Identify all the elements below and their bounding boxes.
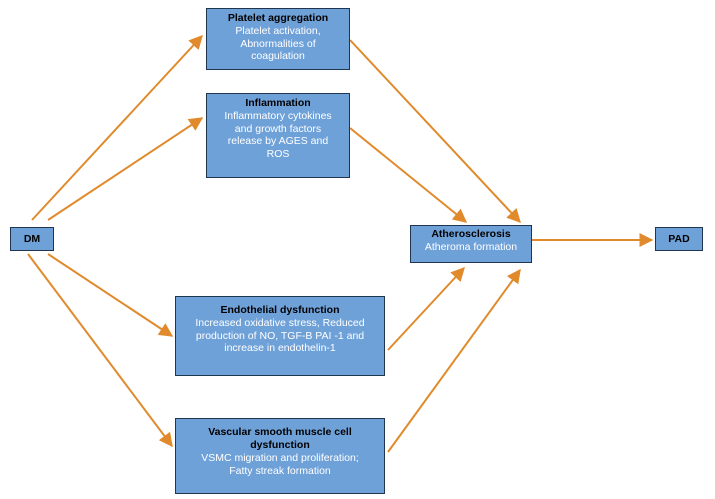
platelet-aggregation-box: Platelet aggregation Platelet activation…: [206, 8, 350, 70]
arrow-dm-to-endothelial: [47, 253, 174, 337]
endothelial-dysfunction-title: Endothelial dysfunction: [220, 304, 340, 316]
arrow-vsmc-to-atherosclerosis: [387, 268, 521, 453]
platelet-aggregation-title: Platelet aggregation: [227, 12, 329, 24]
arrow-inflammation-to-atherosclerosis: [349, 127, 468, 223]
atherosclerosis-body: Atheroma formation: [424, 241, 518, 253]
atherosclerosis-title: Atherosclerosis: [431, 228, 511, 240]
arrow-dm-to-platelet: [31, 34, 203, 221]
arrow-endothelial-to-atherosclerosis: [387, 266, 465, 351]
arrow-platelet-to-atherosclerosis: [349, 39, 521, 224]
inflammation-body: Inflammatory cytokines and growth factor…: [224, 110, 332, 160]
platelet-aggregation-body: Platelet activation, Abnormalities of co…: [235, 25, 321, 62]
pad-title: PAD: [668, 233, 690, 245]
endothelial-dysfunction-box: Endothelial dysfunction Increased oxidat…: [175, 296, 385, 376]
vsmc-dysfunction-body: VSMC migration and proliferation; Fatty …: [201, 452, 359, 477]
arrow-dm-to-vsmc: [27, 253, 173, 448]
dm-box: DM: [10, 227, 54, 251]
pad-box: PAD: [655, 227, 703, 251]
atherosclerosis-box: Atherosclerosis Atheroma formation: [410, 225, 532, 263]
vsmc-dysfunction-box: Vascular smooth muscle cell dysfunction …: [175, 418, 385, 494]
vsmc-dysfunction-title: Vascular smooth muscle cell dysfunction: [208, 426, 352, 451]
endothelial-dysfunction-body: Increased oxidative stress, Reduced prod…: [195, 317, 365, 354]
inflammation-title: Inflammation: [245, 97, 311, 109]
inflammation-box: Inflammation Inflammatory cytokines and …: [206, 93, 350, 178]
arrow-dm-to-inflammation: [47, 117, 204, 221]
dm-title: DM: [23, 233, 41, 245]
